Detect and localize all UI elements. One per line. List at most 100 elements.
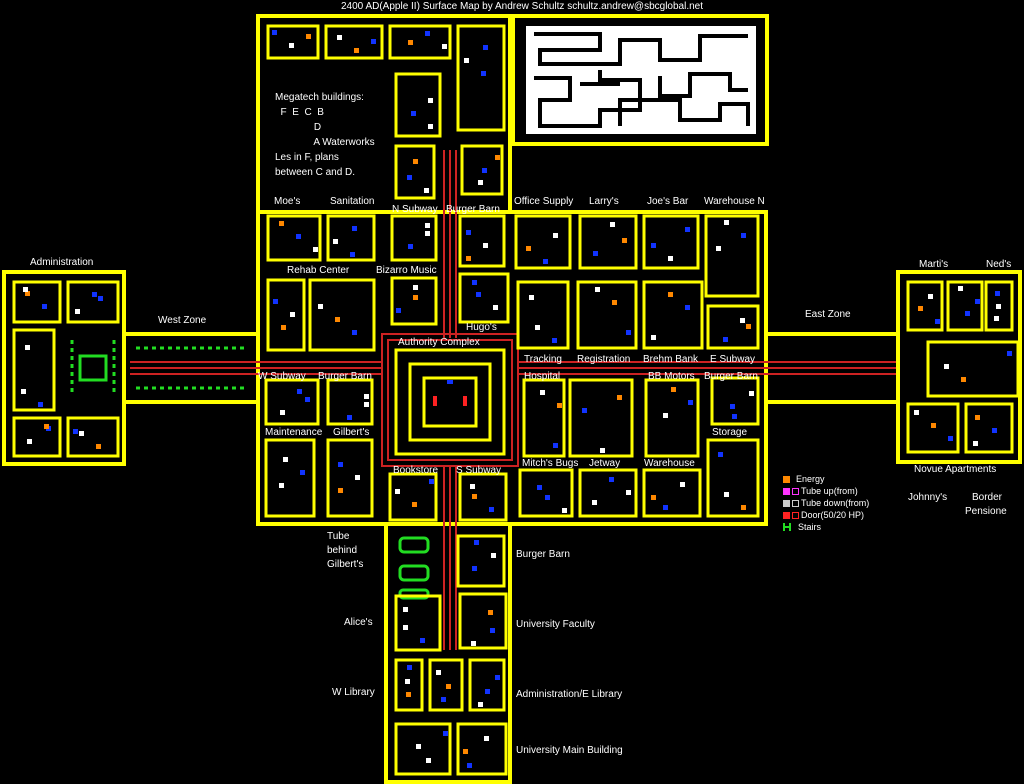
map-marker <box>651 243 656 248</box>
map-marker <box>485 689 490 694</box>
building-block <box>460 144 504 196</box>
map-marker <box>396 308 401 313</box>
map-marker <box>651 495 656 500</box>
map-marker <box>472 494 477 499</box>
map-marker <box>490 628 495 633</box>
tube-down-hollow-icon <box>792 499 799 507</box>
map-marker <box>732 414 737 419</box>
map-marker <box>25 291 30 296</box>
building-block <box>984 280 1014 332</box>
maze <box>526 26 756 134</box>
map-marker <box>352 330 357 335</box>
label-warehouse-s: Warehouse <box>644 458 695 469</box>
map-marker <box>992 428 997 433</box>
label-bookstore: Bookstore <box>393 465 439 476</box>
map-marker <box>626 490 631 495</box>
roads <box>130 150 896 650</box>
building-block <box>394 72 442 138</box>
map-marker <box>425 231 430 236</box>
map-marker <box>724 492 729 497</box>
building-block <box>12 328 56 412</box>
building-block <box>66 280 120 324</box>
map-marker <box>408 40 413 45</box>
legend-stairs: Stairs <box>783 521 869 533</box>
map-marker <box>617 395 622 400</box>
building-block <box>326 378 374 426</box>
map-marker <box>306 34 311 39</box>
map-marker <box>592 500 597 505</box>
map-marker <box>493 305 498 310</box>
map-marker <box>749 391 754 396</box>
legend-tube-up: Tube up(from) <box>783 485 869 497</box>
map-marker <box>428 124 433 129</box>
map-marker <box>483 45 488 50</box>
map-marker <box>553 233 558 238</box>
building-block <box>642 468 702 518</box>
label-burger-barn-w: Burger Barn <box>318 371 372 382</box>
map-marker <box>463 749 468 754</box>
map-marker <box>478 702 483 707</box>
building-block <box>324 24 384 60</box>
map-marker <box>407 665 412 670</box>
map-marker <box>364 402 369 407</box>
map-marker <box>741 233 746 238</box>
map-marker <box>23 287 28 292</box>
map-marker <box>403 607 408 612</box>
label-rehab-center: Rehab Center <box>287 265 350 276</box>
building-block <box>468 658 506 712</box>
building-block <box>390 214 438 262</box>
label-s-subway: S Subway <box>456 465 502 476</box>
building-block <box>576 280 638 350</box>
map-marker <box>495 155 500 160</box>
map-marker <box>685 305 690 310</box>
map-marker <box>478 180 483 185</box>
map-marker <box>553 443 558 448</box>
label-martis: Marti's <box>919 259 949 270</box>
map-marker <box>612 300 617 305</box>
map-marker <box>595 287 600 292</box>
map-marker <box>279 483 284 488</box>
label-bizarro-music: Bizarro Music <box>376 265 437 276</box>
map-marker <box>610 222 615 227</box>
map-marker <box>411 111 416 116</box>
map-marker <box>98 296 103 301</box>
map-marker <box>446 684 451 689</box>
building-block <box>456 24 506 132</box>
map-marker <box>626 330 631 335</box>
building-block <box>458 272 510 324</box>
building-block <box>456 534 506 588</box>
legend-tube-down: Tube down(from) <box>783 497 869 509</box>
map-marker <box>352 226 357 231</box>
tube-up-swatch-icon <box>783 487 790 495</box>
label-mitchs-bugs: Mitch's Bugs <box>522 458 579 469</box>
map-marker <box>668 256 673 261</box>
map-marker <box>688 400 693 405</box>
map-marker <box>931 423 936 428</box>
building-block <box>522 378 566 458</box>
building-block <box>516 280 570 350</box>
map-marker <box>622 238 627 243</box>
map-marker <box>406 692 411 697</box>
map-marker <box>407 175 412 180</box>
map-marker <box>716 246 721 251</box>
map-marker <box>21 389 26 394</box>
legend-label: Tube up(from) <box>801 486 858 496</box>
label-university-main: University Main Building <box>516 745 623 756</box>
building-block <box>394 658 424 712</box>
map-legend: Energy Tube up(from) Tube down(from) Doo… <box>783 473 869 533</box>
map-marker <box>746 324 751 329</box>
map-marker <box>79 431 84 436</box>
megatech-line: A Waterworks <box>275 137 375 148</box>
map-marker <box>995 291 1000 296</box>
building-block <box>710 376 760 426</box>
map-marker <box>413 285 418 290</box>
megatech-line: Megatech buildings: <box>275 92 364 103</box>
map-marker <box>489 507 494 512</box>
label-larrys: Larry's <box>589 196 619 207</box>
map-marker <box>609 477 614 482</box>
map-marker <box>297 389 302 394</box>
map-marker <box>436 670 441 675</box>
building-block <box>644 378 700 458</box>
label-burger-barn-n: Burger Barn <box>446 204 500 215</box>
label-alices: Alice's <box>344 617 373 628</box>
